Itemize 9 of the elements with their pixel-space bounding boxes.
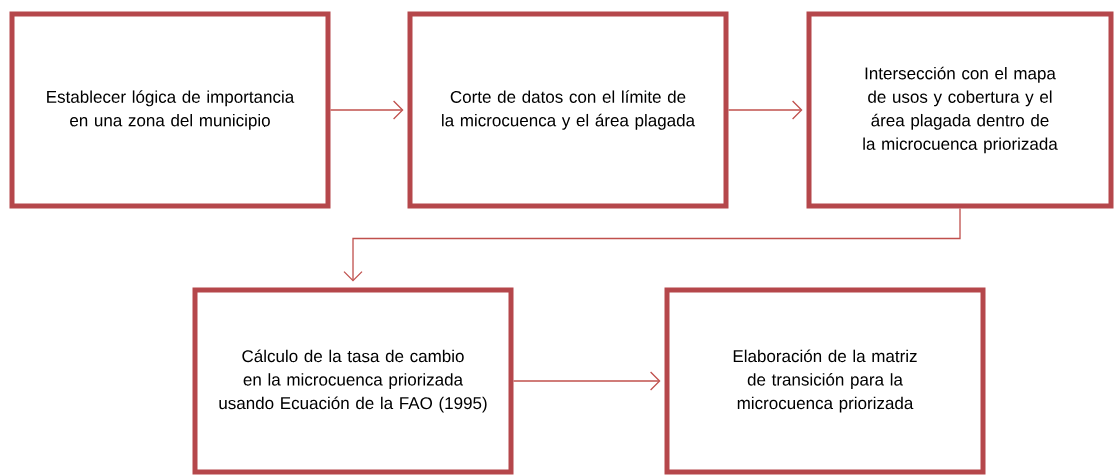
arrow [329,100,404,120]
arrow [512,371,661,391]
process-box: Corte de datos con el límite de la microcuenca y el área plagada [407,11,729,209]
process-box: Intersección con el mapa de usos y cobertura y el área plagada dentro de la microcuenca priorizada [806,11,1114,209]
process-box: Establecer lógica de importancia en una zona del municipio [9,11,331,209]
process-box: Elaboración de la matriz de transición para la microcuenca priorizada [664,287,986,475]
arrow [343,207,961,282]
process-box: Cálculo de la tasa de cambio en la microcuenca priorizada usando Ecuación de la FAO (1995) [192,287,514,475]
arrow [727,100,803,120]
